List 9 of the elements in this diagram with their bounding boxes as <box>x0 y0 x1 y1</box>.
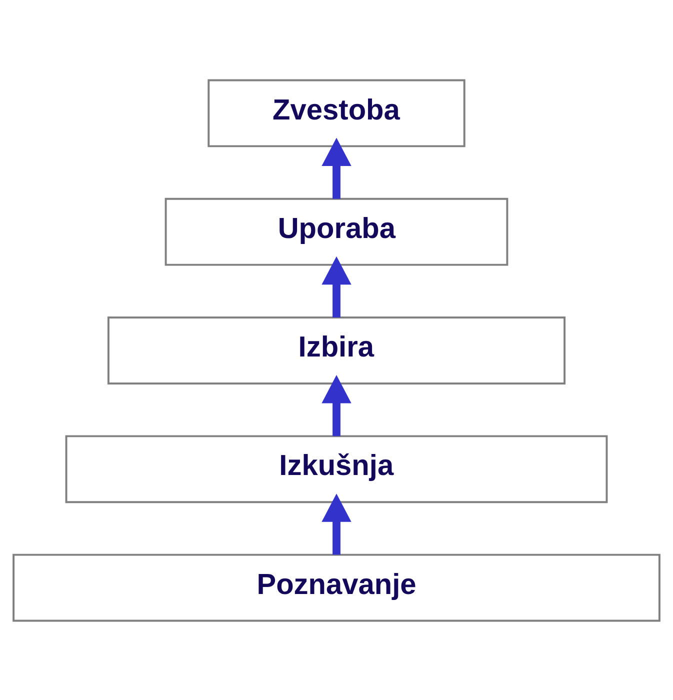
arrow <box>322 137 352 198</box>
node-box: Zvestoba <box>208 78 466 147</box>
node-box: Uporaba <box>164 197 508 266</box>
node-box: Izbira <box>107 316 566 384</box>
arrow <box>322 256 352 317</box>
node-box: Poznavanje <box>12 553 660 622</box>
node-box: Izkušnja <box>65 434 608 503</box>
arrow <box>322 493 352 554</box>
arrow <box>322 374 352 436</box>
